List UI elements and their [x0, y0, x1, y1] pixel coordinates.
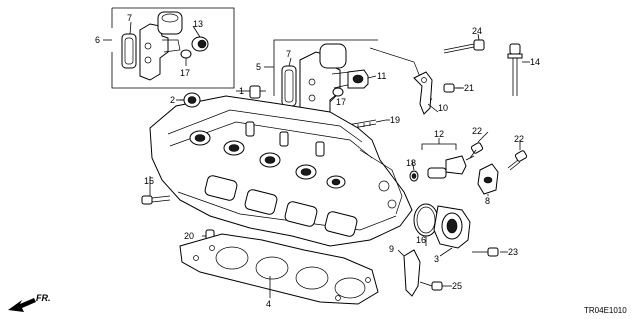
- sensor-8: [477, 163, 499, 195]
- callout-16: 16: [416, 235, 426, 245]
- callout-22a: 22: [472, 126, 482, 136]
- callout-25: 25: [452, 281, 462, 291]
- front-direction-label: FR.: [36, 293, 51, 303]
- o-ring-17b: [332, 87, 344, 97]
- callout-5: 5: [256, 62, 261, 72]
- callout-24: 24: [472, 26, 482, 36]
- bracket-9: [403, 249, 421, 297]
- cam-sensor-group: [421, 138, 457, 150]
- gasket-7a: [121, 21, 137, 69]
- sensor-assembly: [427, 155, 475, 179]
- front-direction-arrow: FR.: [8, 293, 51, 312]
- callout-6: 6: [95, 35, 100, 45]
- callout-1: 1: [239, 86, 244, 96]
- callout-15: 15: [144, 176, 154, 186]
- spool-valve-group-box: [103, 7, 235, 89]
- callout-13: 13: [193, 19, 203, 29]
- callout-7b: 7: [286, 49, 291, 59]
- bolt-23: [472, 247, 499, 257]
- head-gasket: [179, 233, 379, 305]
- o-ring-17a: [180, 49, 192, 66]
- callout-8: 8: [485, 196, 490, 206]
- callout-19: 19: [390, 115, 400, 125]
- callouts: 6 7 13 17 1 2 5 7 11 17 19 24 14 21 10 1…: [95, 13, 540, 309]
- callout-2: 2: [170, 95, 175, 105]
- callout-20: 20: [184, 231, 194, 241]
- cylinder-head: [149, 95, 413, 247]
- callout-4: 4: [266, 299, 271, 309]
- callout-12: 12: [434, 129, 444, 139]
- callout-18: 18: [406, 158, 416, 168]
- intake-ports: [204, 175, 358, 237]
- callout-7a: 7: [127, 13, 132, 23]
- callout-14: 14: [530, 57, 540, 67]
- callout-21: 21: [464, 83, 474, 93]
- callout-17a: 17: [180, 68, 190, 78]
- filter-13: [191, 25, 209, 52]
- diagram-code: TR04E1010: [584, 306, 627, 315]
- bracket-10: [413, 71, 433, 115]
- camshaft-journals: [189, 130, 346, 189]
- plug-wells: [245, 121, 325, 157]
- washer-18: [409, 170, 419, 182]
- callout-22b: 22: [514, 134, 524, 144]
- gasket-7b: [281, 57, 297, 107]
- bolt-22a: [469, 142, 484, 159]
- bolt-14: [507, 43, 530, 96]
- spool-valve-group-bracket: [264, 39, 378, 96]
- callout-10: 10: [438, 103, 448, 113]
- sensor-11: [347, 69, 377, 89]
- leader-lines: [149, 87, 521, 298]
- stud-15: [141, 195, 171, 205]
- callout-11: 11: [377, 71, 386, 81]
- callout-3: 3: [434, 254, 439, 264]
- callout-17b: 17: [336, 97, 346, 107]
- plug-1: [249, 85, 266, 99]
- bolt-21: [443, 83, 462, 93]
- bolt-22b: [507, 150, 528, 171]
- bolt-24: [443, 33, 485, 54]
- spool-valve-a: [139, 11, 183, 81]
- callout-23: 23: [508, 247, 518, 257]
- housing-3: [433, 205, 471, 249]
- bolt-25: [419, 281, 443, 291]
- callout-9: 9: [389, 244, 394, 254]
